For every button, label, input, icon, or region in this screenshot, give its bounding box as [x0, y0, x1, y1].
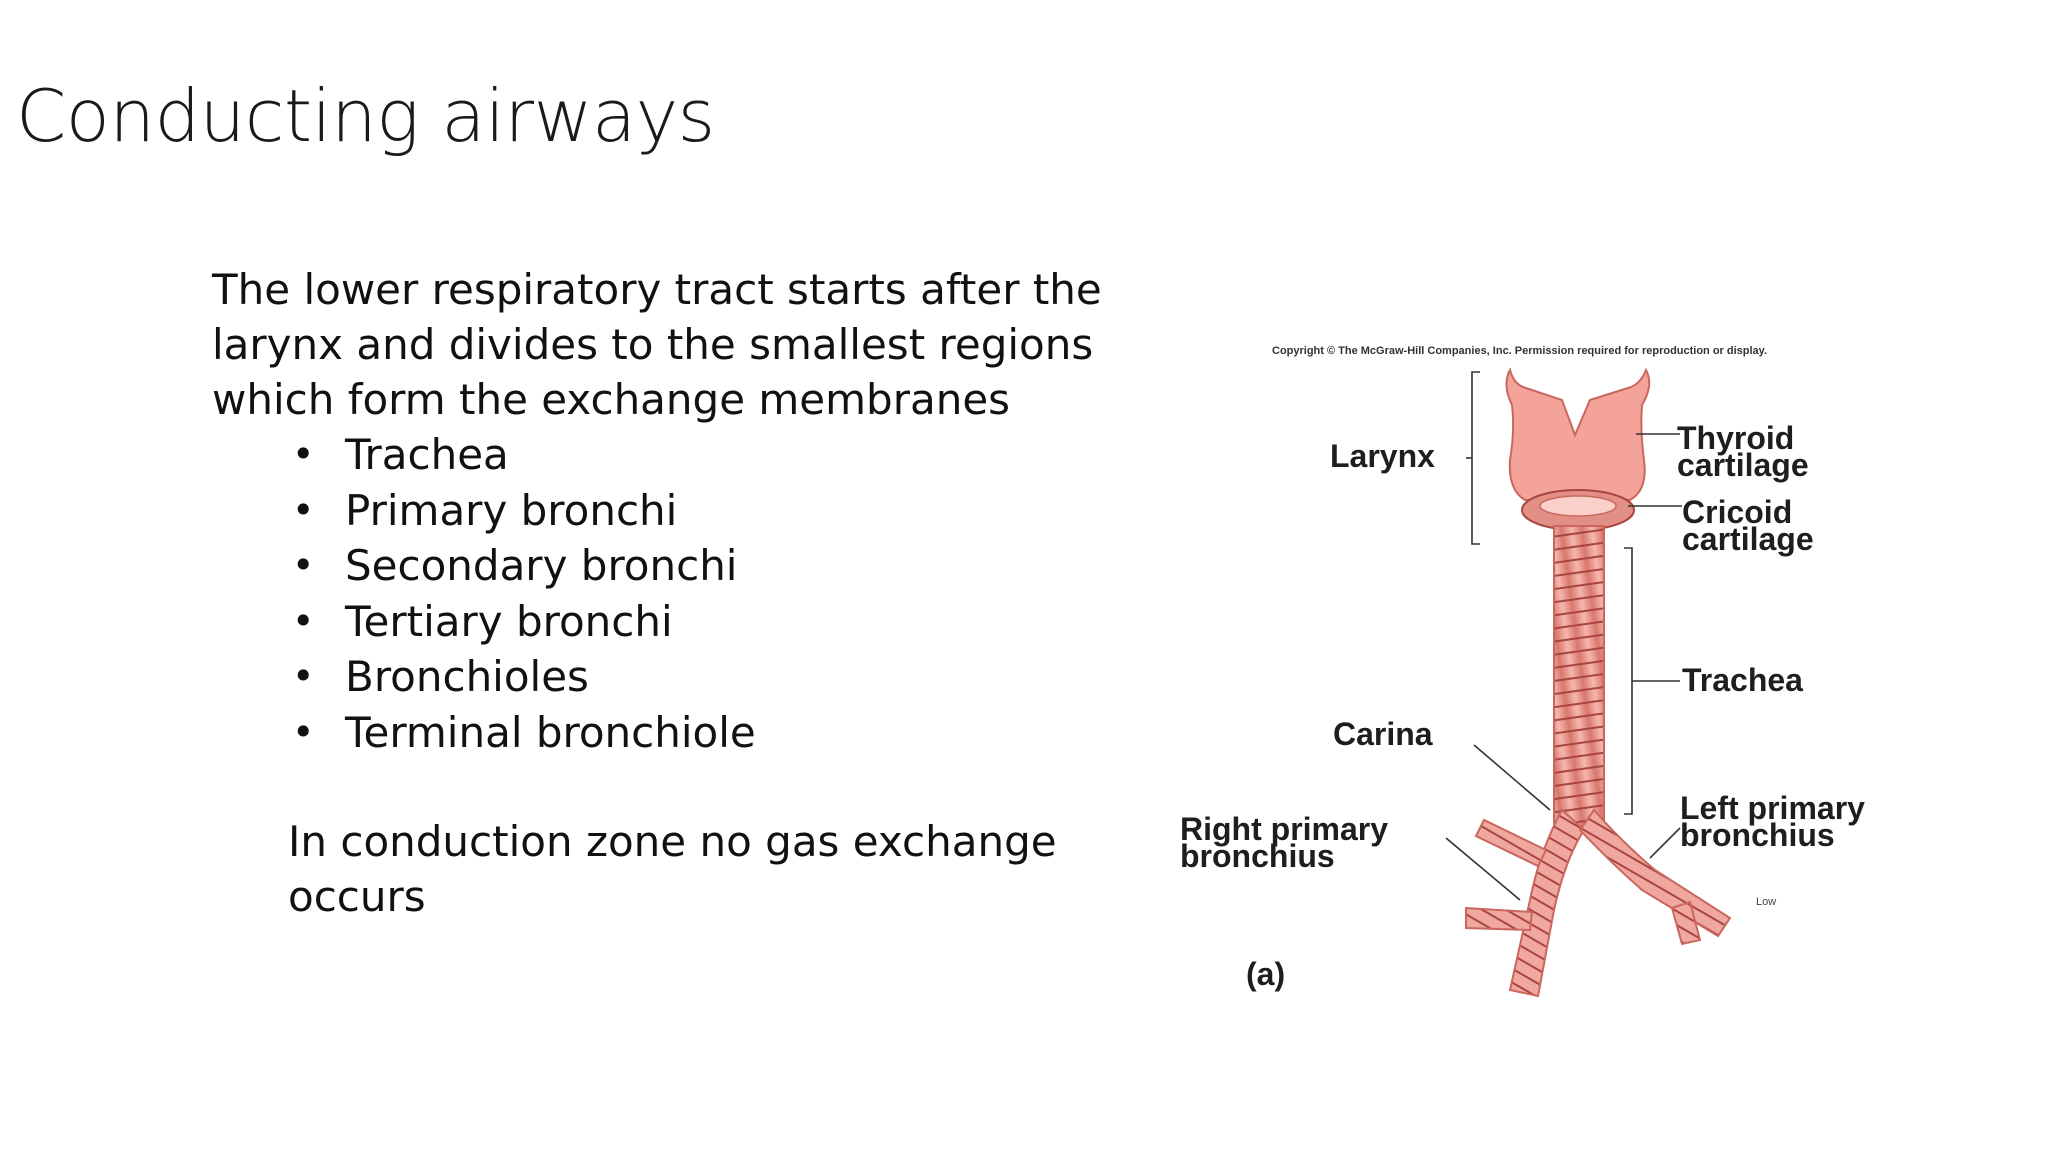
list-item: • Secondary bronchi [212, 538, 756, 594]
label-thyroid-line2: cartilage [1677, 447, 1809, 483]
bullet-icon: • [292, 709, 315, 754]
list-item: • Tertiary bronchi [212, 594, 756, 650]
label-larynx: Larynx [1330, 438, 1435, 474]
list-item: • Primary bronchi [212, 483, 756, 539]
note-line: occurs [288, 872, 426, 921]
intro-line: larynx and divides to the smallest regio… [212, 320, 1094, 369]
list-item: • Trachea [212, 427, 756, 483]
list-item-label: Primary bronchi [345, 485, 678, 535]
bullet-icon: • [292, 432, 315, 476]
label-trachea: Trachea [1682, 662, 1803, 698]
list-item-label: Bronchioles [345, 652, 589, 701]
thyroid-cartilage-shape [1505, 367, 1651, 501]
label-cricoid-line2: cartilage [1682, 521, 1814, 557]
label-cricoid-line1: Cricoid [1682, 494, 1793, 530]
bullet-icon: • [292, 487, 315, 532]
list-item-label: Secondary bronchi [345, 541, 738, 590]
note-line: In conduction zone no gas exchange [288, 817, 1057, 866]
bullet-icon: • [292, 543, 315, 587]
list-item: • Terminal bronchiole [212, 705, 756, 761]
conduction-zone-note: In conduction zone no gas exchange occur… [288, 814, 1088, 924]
intro-line: The lower respiratory tract starts after… [212, 265, 1102, 314]
right-bronchus-shape [1508, 808, 1586, 998]
label-right-bronchus-line2: bronchius [1180, 838, 1335, 874]
intro-paragraph: The lower respiratory tract starts after… [212, 262, 1112, 427]
list-item: • Bronchioles [212, 649, 756, 705]
list-item-label: Tertiary bronchi [345, 596, 673, 646]
label-low: Low [1756, 896, 1777, 908]
label-carina: Carina [1333, 716, 1433, 752]
bullet-icon: • [292, 654, 315, 698]
airway-illustration [1445, 367, 1732, 998]
trachea-shape [1553, 525, 1605, 827]
label-left-bronchus-line1: Left primary [1680, 790, 1865, 826]
slide-title: Conducting airways [16, 74, 715, 158]
label-thyroid-line1: Thyroid [1677, 420, 1795, 456]
intro-line: which form the exchange membranes [212, 375, 1011, 424]
copyright-notice: Copyright © The McGraw-Hill Companies, I… [1272, 345, 1768, 357]
label-left-bronchus-line2: bronchius [1680, 817, 1835, 853]
list-item-label: Terminal bronchiole [345, 707, 756, 757]
list-item-label: Trachea [345, 430, 509, 479]
bullet-icon: • [292, 598, 315, 643]
airway-list: • Trachea • Primary bronchi • Secondary bro… [212, 427, 756, 760]
label-right-bronchus-line1: Right primary [1180, 811, 1389, 847]
airway-figure: Copyright © The McGraw-Hill Companies, I… [1170, 330, 1930, 1010]
left-bronchus-shape [1578, 808, 1732, 938]
panel-label: (a) [1246, 956, 1286, 992]
